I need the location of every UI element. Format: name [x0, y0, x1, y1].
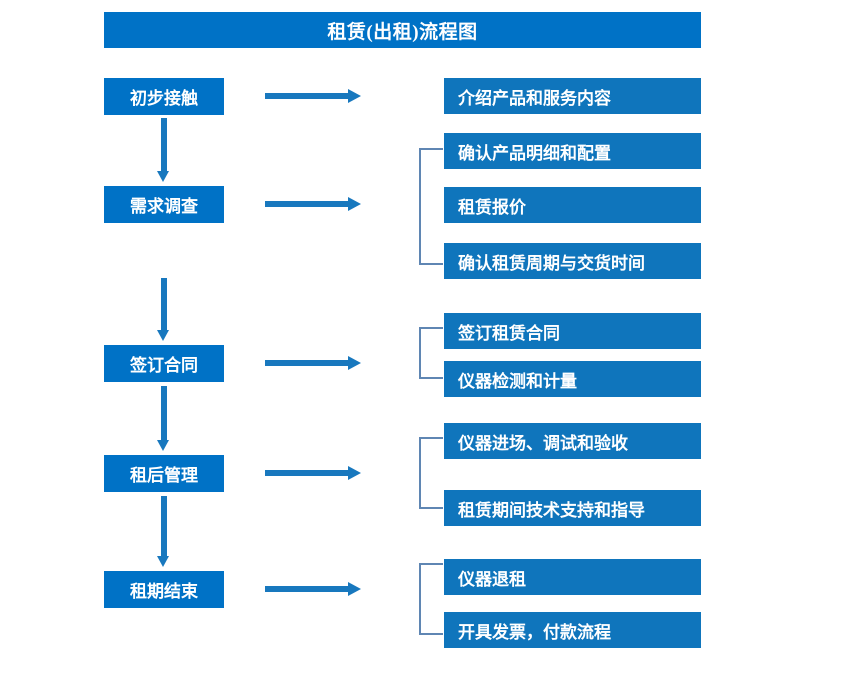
arrow-right-post-rent-mgmt — [265, 465, 361, 481]
arrow-head — [348, 582, 361, 596]
arrow-shaft — [161, 118, 167, 171]
detail-box-introduce-products[interactable]: 介绍产品和服务内容 — [444, 78, 701, 114]
detail-box-sign-rental-contract[interactable]: 签订租赁合同 — [444, 313, 701, 349]
arrow-head — [157, 171, 169, 182]
arrow-shaft — [161, 386, 167, 440]
stage-box-demand-survey[interactable]: 需求调查 — [104, 186, 224, 223]
arrow-right-sign-contract — [265, 355, 361, 371]
stage-box-post-rent-mgmt[interactable]: 租后管理 — [104, 455, 224, 492]
detail-box-instrument-return[interactable]: 仪器退租 — [444, 559, 701, 595]
arrow-shaft — [265, 586, 349, 592]
detail-box-instrument-onsite-commission[interactable]: 仪器进场、调试和验收 — [444, 423, 701, 459]
arrow-shaft — [161, 496, 167, 556]
arrow-head — [348, 197, 361, 211]
arrow-head — [157, 556, 169, 567]
arrow-shaft — [265, 93, 349, 99]
arrow-head — [348, 466, 361, 480]
arrow-head — [157, 330, 169, 341]
bracket-post-rent-mgmt-group — [419, 437, 443, 509]
arrow-head — [348, 89, 361, 103]
stage-box-initial-contact[interactable]: 初步接触 — [104, 78, 224, 115]
detail-box-confirm-period-delivery[interactable]: 确认租赁周期与交货时间 — [444, 243, 701, 279]
arrow-right-lease-end — [265, 581, 361, 597]
arrow-shaft — [265, 470, 349, 476]
stage-box-sign-contract[interactable]: 签订合同 — [104, 345, 224, 382]
arrow-head — [348, 356, 361, 370]
bracket-lease-end-group — [419, 563, 443, 635]
arrow-down-initial-to-demand — [157, 118, 170, 182]
detail-box-technical-support[interactable]: 租赁期间技术支持和指导 — [444, 490, 701, 526]
bracket-demand-survey-group — [419, 148, 443, 265]
detail-box-instrument-inspection[interactable]: 仪器检测和计量 — [444, 361, 701, 397]
stage-box-lease-end[interactable]: 租期结束 — [104, 571, 224, 608]
arrow-shaft — [161, 278, 167, 330]
arrow-down-postrent-to-leaseend — [157, 496, 170, 567]
arrow-down-contract-to-postrent — [157, 386, 170, 451]
arrow-shaft — [265, 360, 349, 366]
detail-box-invoice-payment[interactable]: 开具发票，付款流程 — [444, 612, 701, 648]
arrow-down-demand-to-contract — [157, 278, 170, 341]
arrow-head — [157, 440, 169, 451]
arrow-shaft — [265, 201, 349, 207]
bracket-sign-contract-group — [419, 327, 443, 379]
detail-box-confirm-spec-config[interactable]: 确认产品明细和配置 — [444, 133, 701, 169]
page-title: 租赁(出租)流程图 — [104, 12, 701, 48]
arrow-right-initial-contact — [265, 88, 361, 104]
detail-box-rental-quotation[interactable]: 租赁报价 — [444, 187, 701, 223]
arrow-right-demand-survey — [265, 196, 361, 212]
